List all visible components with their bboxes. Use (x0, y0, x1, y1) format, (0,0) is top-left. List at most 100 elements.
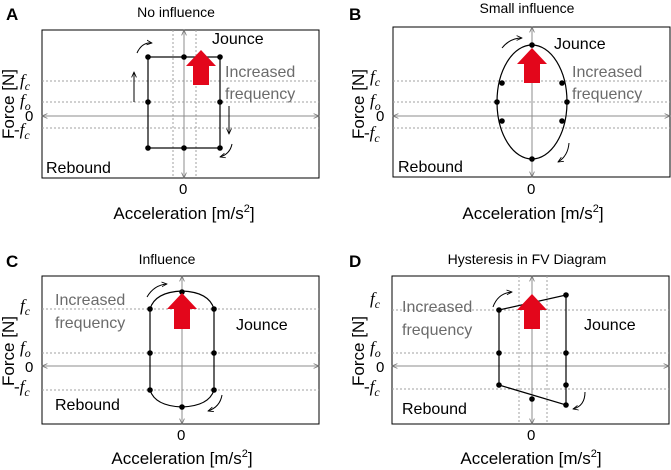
x-axis-label: Acceleration [m/s2] (111, 448, 252, 468)
loop-point (496, 382, 502, 388)
direction-arrow (146, 284, 167, 298)
loop-point (179, 289, 185, 295)
loop-point (217, 54, 223, 60)
tick-neg-fc: -fc (14, 377, 30, 399)
tick-fc: fc (370, 67, 381, 89)
note-line2: frequency (572, 86, 642, 103)
direction-arrow (220, 143, 233, 157)
direction-arrow (501, 38, 522, 49)
panel-d: D Hysteresis in FV Diagram Jounce Reboun… (349, 251, 669, 468)
panel-letter: D (349, 252, 361, 271)
loop-point (181, 145, 187, 151)
loop-point (529, 396, 535, 402)
panel-letter: A (6, 5, 18, 24)
note-line2: frequency (402, 322, 472, 339)
tick-fc: fc (20, 71, 31, 93)
direction-arrow (136, 43, 152, 54)
loop-point (559, 118, 565, 124)
loop-point (559, 80, 565, 86)
x-zero-label: 0 (179, 181, 187, 198)
rebound-label: Rebound (46, 160, 111, 177)
red-arrow-icon (517, 294, 547, 329)
loop-point (217, 145, 223, 151)
jounce-label: Jounce (212, 31, 264, 48)
panel-a: A No influence Jounce (0, 4, 319, 223)
rebound-label: Rebound (55, 397, 120, 414)
tick-fo: fo (20, 91, 31, 113)
y-axis-label: Force [N] (349, 69, 368, 139)
red-arrow-icon (186, 50, 216, 85)
note-line1: Increased (225, 64, 295, 81)
loop-point (563, 402, 569, 408)
panel-title: No influence (137, 4, 215, 20)
loop-point (563, 350, 569, 356)
y-axis-label: Force [N] (0, 316, 18, 386)
rebound-label: Rebound (398, 159, 463, 176)
x-axis-label: Acceleration [m/s2] (460, 448, 601, 468)
x-zero-label: 0 (527, 181, 535, 198)
loop-point (211, 306, 217, 312)
tick-zero: 0 (25, 108, 33, 125)
loop-point (181, 54, 187, 60)
panel-title: Hysteresis in FV Diagram (448, 251, 607, 267)
note-line2: frequency (55, 315, 125, 332)
note-line1: Increased (55, 292, 125, 309)
note-line1: Increased (572, 64, 642, 81)
x-zero-label: 0 (177, 427, 185, 444)
loop-point (494, 99, 500, 105)
tick-neg-fc: -fc (364, 123, 380, 145)
loop-point (147, 350, 153, 356)
panel-letter: C (6, 252, 18, 271)
tick-fo: fo (20, 338, 31, 360)
tick-zero: 0 (376, 108, 384, 125)
y-axis-label: Force [N] (349, 316, 368, 386)
loop-points (147, 289, 217, 410)
loop-point (147, 387, 153, 393)
tick-fc: fc (370, 289, 381, 311)
loop-point (217, 99, 223, 105)
panel-title: Influence (139, 251, 196, 267)
red-arrow-icon (517, 48, 547, 83)
tick-neg-fc: -fc (14, 120, 30, 142)
loop-point (496, 307, 502, 313)
loop-point (145, 145, 151, 151)
loop-point (563, 292, 569, 298)
loop-point (179, 404, 185, 410)
loop-point (147, 306, 153, 312)
tick-fc: fc (20, 296, 31, 318)
loop-point (564, 99, 570, 105)
tick-zero: 0 (376, 359, 384, 376)
direction-arrow (208, 394, 223, 411)
loop-point (211, 350, 217, 356)
loop-point (211, 387, 217, 393)
jounce-label: Jounce (584, 317, 636, 334)
panel-letter: B (349, 5, 361, 24)
tick-zero: 0 (25, 359, 33, 376)
loop-point (563, 382, 569, 388)
y-axis-label: Force [N] (0, 69, 18, 139)
loop-point (496, 350, 502, 356)
plot-frame (41, 29, 320, 179)
direction-arrow (558, 142, 570, 162)
jounce-label: Jounce (236, 317, 288, 334)
panel-title: Small influence (480, 0, 575, 16)
jounce-label: Jounce (554, 36, 606, 53)
red-arrow-icon (167, 293, 197, 329)
loop-point (499, 118, 505, 124)
panel-c: C Influence Jounce Rebound Increased fre… (0, 251, 319, 468)
x-axis-label: Acceleration [m/s2] (113, 203, 254, 223)
direction-arrow (573, 391, 586, 409)
tick-fo: fo (370, 338, 381, 360)
note-line1: Increased (402, 299, 472, 316)
loop-point (499, 80, 505, 86)
x-zero-label: 0 (527, 427, 535, 444)
note-line2: frequency (225, 86, 295, 103)
loop-points (145, 54, 223, 151)
rebound-label: Rebound (402, 401, 467, 418)
tick-fo: fo (370, 91, 381, 113)
loop-point (145, 99, 151, 105)
loop-points (494, 42, 570, 162)
loop-point (529, 156, 535, 162)
tick-neg-fc: -fc (364, 377, 380, 399)
x-axis-label: Acceleration [m/s2] (462, 203, 603, 223)
